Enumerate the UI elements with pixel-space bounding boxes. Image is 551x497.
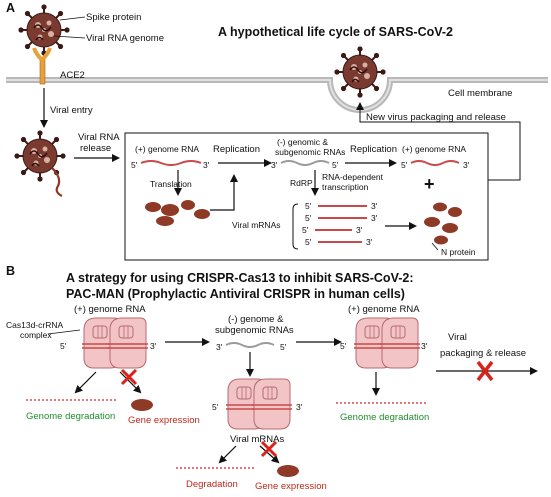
cas13-complex-right-2 xyxy=(379,317,421,369)
label-gene-expression-2: Gene expression xyxy=(255,481,327,492)
virus-particle-release xyxy=(333,45,387,99)
block-cross-right xyxy=(476,360,494,382)
five-prime-b4: 5' xyxy=(340,341,347,351)
label-rdrp: RdRP xyxy=(290,178,313,188)
rna-strand-pos-a1 xyxy=(140,160,202,166)
label-pos-genome-rna: (+) genome RNA xyxy=(135,144,199,154)
viral-mrna-strands: 5' 3' 5' 3' 5' 3' 5' 3' xyxy=(302,201,378,247)
label-replication-1: Replication xyxy=(213,144,260,155)
cas13-complex-left-2 xyxy=(107,317,149,369)
five-prime-b1: 5' xyxy=(60,341,67,351)
label-rna-dep-2: transcription xyxy=(322,182,369,192)
five-prime-m2: 5' xyxy=(305,213,312,223)
cas13-complex-mid-2 xyxy=(251,378,293,430)
three-prime-b1: 3' xyxy=(150,341,157,351)
label-gene-expression: Gene expression xyxy=(128,415,200,426)
five-prime-a1: 5' xyxy=(131,160,138,170)
label-viral-2: packaging & release xyxy=(440,348,526,359)
virus-particle-top xyxy=(17,3,71,57)
label-rna-dep-1: RNA-dependent xyxy=(322,172,384,182)
label-pos-genome-rna-2: (+) genome RNA xyxy=(402,144,466,154)
panel-b-letter: B xyxy=(6,264,15,278)
viral-proteins xyxy=(145,200,210,226)
five-prime-b2: 5' xyxy=(280,342,287,352)
label-neg-genomic-1: (-) genomic & xyxy=(277,137,328,147)
five-prime-m4: 5' xyxy=(305,237,312,247)
label-viral-rna-release-2: release xyxy=(80,143,111,154)
label-cell-membrane: Cell membrane xyxy=(448,88,512,99)
label-neg-genome-1: (-) genome & xyxy=(228,314,284,325)
label-new-virus: New virus packaging and release xyxy=(366,112,506,123)
three-prime-m4: 3' xyxy=(366,237,373,247)
label-pos-genome-rna-b2: (+) genome RNA xyxy=(348,304,420,315)
ace2-receptor xyxy=(32,47,52,85)
label-viral-1: Viral xyxy=(448,332,467,343)
three-prime-a3: 3' xyxy=(463,160,470,170)
label-cas13-1: Cas13d-crRNA xyxy=(6,320,63,330)
three-prime-m3: 3' xyxy=(356,225,363,235)
block-cross-left xyxy=(120,368,138,386)
rna-strand-pos-a2 xyxy=(410,160,460,166)
three-prime-a1: 3' xyxy=(203,160,210,170)
label-viral-mrnas: Viral mRNAs xyxy=(232,220,281,230)
label-neg-genome-2: subgenomic RNAs xyxy=(215,325,294,336)
panel-a-letter: A xyxy=(6,1,15,15)
three-prime-b3: 3' xyxy=(296,402,303,412)
label-degradation: Degradation xyxy=(186,479,238,490)
label-cas13-2: complex xyxy=(20,330,52,340)
protein-left xyxy=(131,399,153,411)
label-replication-2: Replication xyxy=(350,144,397,155)
five-prime-m3: 5' xyxy=(302,225,309,235)
five-prime-m1: 5' xyxy=(305,201,312,211)
label-pos-genome-rna-b: (+) genome RNA xyxy=(74,304,146,315)
three-prime-a2: 3' xyxy=(271,160,278,170)
panel-a-title: A hypothetical life cycle of SARS-CoV-2 xyxy=(218,25,453,39)
three-prime-b2: 3' xyxy=(216,342,223,352)
three-prime-m1: 3' xyxy=(371,201,378,211)
panel-b-title-2: PAC-MAN (Prophylactic Antiviral CRISPR i… xyxy=(66,287,405,301)
five-prime-a2: 5' xyxy=(332,160,339,170)
label-translation: Translation xyxy=(150,179,192,189)
label-genome-degradation-2: Genome degradation xyxy=(340,412,429,423)
viral-proteins-right xyxy=(424,202,462,245)
protein-mid xyxy=(277,465,299,477)
five-prime-b3: 5' xyxy=(212,402,219,412)
rna-strand-neg-b xyxy=(225,342,275,348)
label-neg-genomic-2: subgenomic RNAs xyxy=(275,147,345,157)
panel-b-title-1: A strategy for using CRISPR-Cas13 to inh… xyxy=(66,271,414,285)
rna-strand-neg-a xyxy=(280,160,330,166)
label-viral-rna-release-1: Viral RNA xyxy=(78,132,120,143)
three-prime-b4: 3' xyxy=(421,341,428,351)
five-prime-a3: 5' xyxy=(401,160,408,170)
label-spike-protein: Spike protein xyxy=(86,12,141,23)
label-viral-rna-genome: Viral RNA genome xyxy=(86,33,164,44)
label-ace2: ACE2 xyxy=(60,70,85,81)
label-viral-entry: Viral entry xyxy=(50,105,93,116)
label-viral-mrnas-b: Viral mRNAs xyxy=(230,434,284,445)
three-prime-m2: 3' xyxy=(371,213,378,223)
label-n-protein: N protein xyxy=(441,247,476,257)
block-cross-mid xyxy=(260,440,278,458)
cytoplasm-box xyxy=(124,132,489,261)
plus-sign: + xyxy=(424,174,435,194)
label-genome-degradation: Genome degradation xyxy=(26,411,115,422)
